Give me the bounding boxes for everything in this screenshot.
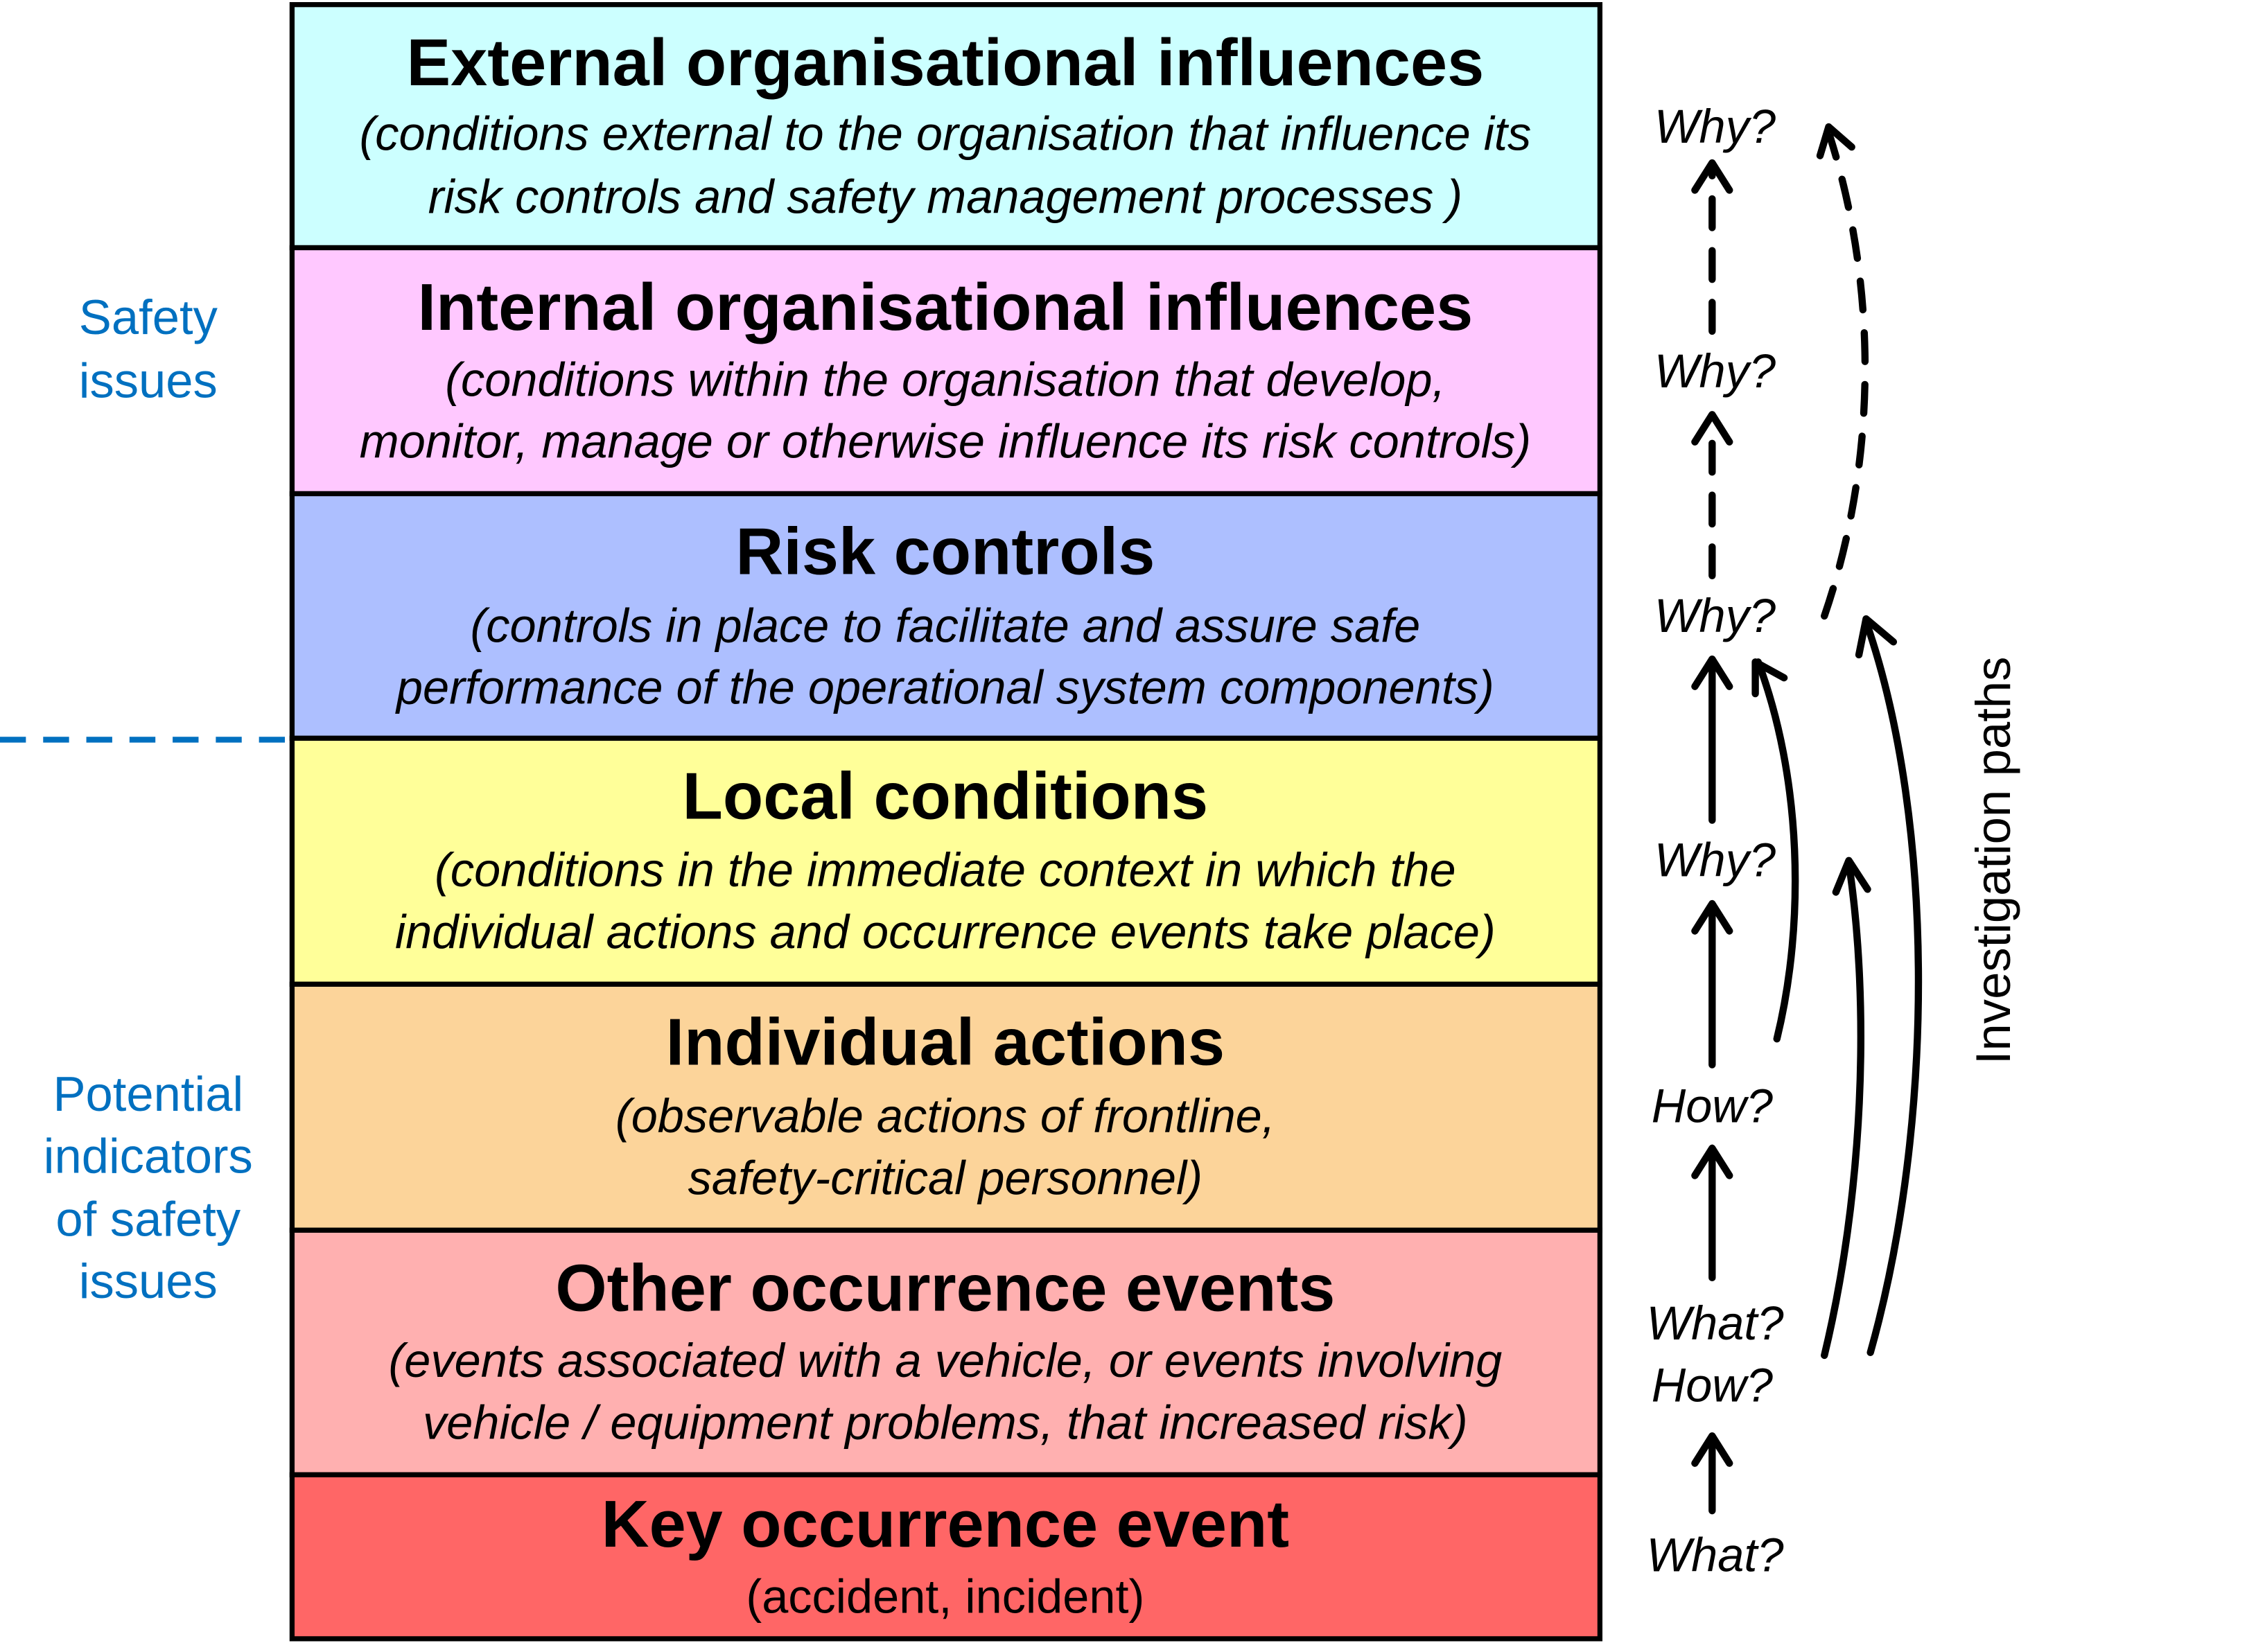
dashed-arrow-up-icon	[1691, 411, 1733, 579]
layer-risk-controls: Risk controls (controls in place to faci…	[289, 491, 1603, 741]
arrow-up-icon	[1691, 1144, 1733, 1282]
arrow-up-icon	[1691, 656, 1733, 824]
arrow-up-icon	[1691, 1432, 1733, 1515]
question-label: What?	[1646, 1528, 1783, 1581]
layer-title: External organisational influences	[407, 26, 1485, 100]
label-line: Safety	[79, 290, 218, 344]
layer-box	[289, 245, 1603, 497]
layer-key-occurrence-event: Key occurrence event (accident, incident…	[289, 1472, 1603, 1642]
question-label: Why?	[1654, 834, 1776, 887]
curved-arrow-icon	[1855, 615, 1923, 1356]
arrow-up-icon	[1691, 899, 1733, 1069]
label-line: issues	[79, 353, 218, 407]
layer-box	[289, 735, 1603, 987]
layer-description: (controls in place to facilitate and ass…	[470, 599, 1420, 652]
question-label: Why?	[1654, 344, 1776, 398]
layer-other-occurrence-events: Other occurrence events (events associat…	[289, 1227, 1603, 1477]
layer-description: (accident, incident)	[746, 1570, 1144, 1624]
layer-description: (events associated with a vehicle, or ev…	[388, 1334, 1502, 1387]
layer-title: Other occurrence events	[555, 1252, 1335, 1326]
layer-title: Key occurrence event	[602, 1488, 1289, 1561]
layer-title: Internal organisational influences	[417, 271, 1473, 344]
question-label: Why?	[1654, 100, 1776, 153]
label-line: indicators	[44, 1128, 253, 1183]
layer-description: (conditions external to the organisation…	[360, 107, 1532, 160]
layer-local-conditions: Local conditions (conditions in the imme…	[289, 735, 1603, 987]
layer-description: (observable actions of frontline,	[615, 1089, 1275, 1143]
layer-title: Individual actions	[666, 1006, 1225, 1080]
curved-arrow-icon	[1821, 856, 1871, 1360]
label-line: of safety	[55, 1192, 241, 1247]
question-label: How?	[1652, 1358, 1773, 1412]
layer-description: (conditions within the organisation that…	[445, 353, 1445, 406]
potential-indicators-label: Potential indicators of safety issues	[44, 1066, 253, 1308]
curved-arrow-icon	[1751, 658, 1799, 1043]
question-label: Why?	[1654, 589, 1776, 642]
question-label: What?	[1646, 1297, 1783, 1350]
safety-issues-label: Safety issues	[79, 290, 218, 407]
label-line: issues	[79, 1254, 218, 1308]
layer-box	[289, 1227, 1603, 1477]
layer-box	[289, 981, 1603, 1233]
layer-description: risk controls and safety management proc…	[428, 170, 1462, 224]
dashed-curved-arrow-icon	[1816, 123, 1869, 620]
layer-description: (conditions in the immediate context in …	[435, 843, 1456, 897]
layer-individual-actions: Individual actions (observable actions o…	[289, 981, 1603, 1233]
layer-box	[289, 491, 1603, 741]
layer-box	[289, 2, 1603, 251]
layer-title: Local conditions	[683, 760, 1209, 834]
layer-description: vehicle / equipment problems, that incre…	[423, 1396, 1468, 1449]
layer-box	[289, 1472, 1603, 1642]
layer-external-organisational-influences: External organisational influences (cond…	[289, 2, 1603, 251]
investigation-paths-label: Investigation paths	[1966, 657, 2020, 1065]
layer-description: monitor, manage or otherwise influence i…	[360, 415, 1531, 468]
label-line: Potential	[53, 1066, 243, 1121]
layer-internal-organisational-influences: Internal organisational influences (cond…	[289, 245, 1603, 497]
dashed-arrow-up-icon	[1691, 159, 1733, 335]
layer-description: individual actions and occurrence events…	[395, 905, 1496, 958]
layer-title: Risk controls	[735, 516, 1155, 589]
question-label: How?	[1652, 1080, 1773, 1133]
layer-description: performance of the operational system co…	[395, 661, 1494, 714]
layer-description: safety-critical personnel)	[688, 1151, 1203, 1204]
